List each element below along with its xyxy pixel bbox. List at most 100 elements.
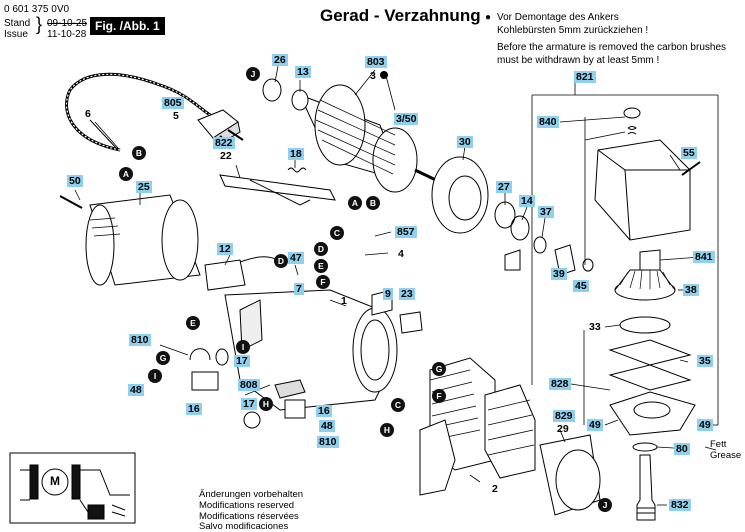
flange-drawing bbox=[609, 391, 696, 436]
part-841-label: 841 bbox=[693, 251, 715, 263]
footer-line-fr: Modifications réservées bbox=[199, 511, 299, 522]
field-coil-drawing bbox=[419, 357, 536, 496]
footer-line-de: Änderungen vorbehalten bbox=[199, 489, 304, 500]
callout-c-upper: C bbox=[330, 226, 344, 240]
part-857-label: 857 bbox=[395, 226, 417, 238]
bevel-gear-drawing bbox=[614, 269, 676, 301]
part-27-label: 27 bbox=[496, 181, 512, 193]
part-48-lower-label: 48 bbox=[319, 420, 335, 432]
part-48-label: 48 bbox=[128, 384, 144, 396]
stand-label: Stand bbox=[4, 18, 31, 29]
part-832-label: 832 bbox=[669, 499, 691, 511]
document-number: 0 601 375 0V0 bbox=[4, 4, 70, 15]
footer-line-en: Modifications reserved bbox=[199, 500, 295, 511]
part-2-label: 2 bbox=[492, 483, 498, 495]
callout-d-upper: D bbox=[314, 242, 328, 256]
part-35-label: 35 bbox=[697, 355, 713, 367]
callout-c-right: C bbox=[391, 398, 405, 412]
part-808-label: 808 bbox=[238, 379, 260, 391]
grease-de-label: Fett bbox=[710, 439, 727, 450]
part-80-label: 80 bbox=[674, 443, 690, 455]
part-17-label: 17 bbox=[234, 355, 250, 367]
part-39-label: 39 bbox=[551, 268, 567, 280]
callout-b-right: B bbox=[366, 196, 380, 210]
part-50-label: 50 bbox=[67, 175, 83, 187]
note-en-line1: Before the armature is removed the carbo… bbox=[497, 42, 727, 53]
part-25-label: 25 bbox=[136, 181, 152, 193]
note-bullet: ● bbox=[485, 12, 492, 23]
part-13-label: 13 bbox=[295, 66, 311, 78]
callout-h-left: H bbox=[259, 397, 273, 411]
footer-line-es: Salvo modificaciones bbox=[199, 521, 289, 532]
part-4-label: 4 bbox=[398, 248, 404, 260]
part-829-label: 829 bbox=[553, 410, 575, 422]
note-en-line2: must be withdrawn by at least 5mm ! bbox=[497, 55, 660, 66]
circuit-schematic bbox=[9, 452, 136, 524]
callout-a-right: A bbox=[348, 196, 362, 210]
note-de-line1: Vor Demontage des Ankers bbox=[497, 12, 619, 23]
part-5-label: 5 bbox=[173, 110, 179, 122]
part-22-label: 22 bbox=[220, 150, 232, 162]
part-49-right-label: 49 bbox=[697, 419, 713, 431]
part-30-label: 30 bbox=[457, 136, 473, 148]
part-840-label: 840 bbox=[537, 116, 559, 128]
part-810-lower-label: 810 bbox=[317, 436, 339, 448]
part-26-label: 26 bbox=[272, 54, 288, 66]
part-12-label: 12 bbox=[217, 243, 233, 255]
callout-a-left: A bbox=[119, 167, 133, 181]
part-821-label: 821 bbox=[574, 71, 596, 83]
callout-i-upper: I bbox=[236, 340, 250, 354]
part-1-label: 1 bbox=[341, 295, 347, 307]
part-16-label: 16 bbox=[186, 403, 202, 415]
callout-j-top: J bbox=[246, 67, 260, 81]
part-47-label: 47 bbox=[288, 252, 304, 264]
part-33-label: 33 bbox=[589, 321, 601, 333]
callout-j-bottom: J bbox=[598, 498, 612, 512]
part-23-label: 23 bbox=[399, 288, 415, 300]
callout-h-right: H bbox=[380, 423, 394, 437]
callout-d-lower: D bbox=[274, 254, 288, 268]
callout-g-left: G bbox=[156, 351, 170, 365]
callout-f-upper: F bbox=[316, 275, 330, 289]
guard-drawing bbox=[539, 434, 601, 516]
part-37-label: 37 bbox=[538, 206, 554, 218]
issue-date: 11-10-28 bbox=[47, 29, 87, 40]
part-38-label: 38 bbox=[683, 284, 699, 296]
note-de-line2: Kohlebürsten 5mm zurückziehen ! bbox=[497, 25, 649, 36]
part-803-label: 803 bbox=[365, 56, 387, 68]
housing-cover-drawing bbox=[85, 194, 201, 286]
armature-drawing bbox=[299, 84, 441, 193]
callout-e-upper: E bbox=[314, 259, 328, 273]
figure-label: Fig. /Abb. 1 bbox=[90, 17, 165, 35]
callout-b-left: B bbox=[132, 146, 146, 160]
part-18-label: 18 bbox=[288, 148, 304, 160]
part-810-label: 810 bbox=[129, 334, 151, 346]
part-3-50-label: 3/50 bbox=[394, 113, 419, 125]
part-45-label: 45 bbox=[573, 280, 589, 292]
callout-i-left: I bbox=[148, 369, 162, 383]
callout-e-lower: E bbox=[186, 316, 200, 330]
callout-g-right: G bbox=[432, 362, 446, 376]
page-title: Gerad - Verzahnung bbox=[320, 6, 481, 25]
part-822-label: 822 bbox=[213, 137, 235, 149]
part-55-label: 55 bbox=[681, 147, 697, 159]
part-3-label: 3 bbox=[370, 70, 376, 82]
part-828-label: 828 bbox=[549, 378, 571, 390]
motor-symbol-label: M bbox=[50, 474, 60, 488]
part-49-left-label: 49 bbox=[587, 419, 603, 431]
motor-housing-drawing bbox=[224, 289, 398, 411]
issue-label: Issue bbox=[4, 29, 28, 40]
brace-glyph: } bbox=[36, 14, 43, 34]
part-9-label: 9 bbox=[383, 288, 393, 300]
grease-en-label: Grease bbox=[710, 450, 742, 461]
part-29-label: 29 bbox=[557, 423, 569, 435]
part-805-label: 805 bbox=[162, 97, 184, 109]
part-16-lower-label: 16 bbox=[316, 405, 332, 417]
part-6-label: 6 bbox=[85, 108, 91, 120]
note-marker-dot bbox=[380, 71, 388, 79]
part-14-label: 14 bbox=[519, 195, 535, 207]
gear-housing-drawing bbox=[594, 107, 701, 241]
callout-f-right: F bbox=[432, 389, 446, 403]
stand-date: 09-10-25 bbox=[47, 18, 88, 29]
